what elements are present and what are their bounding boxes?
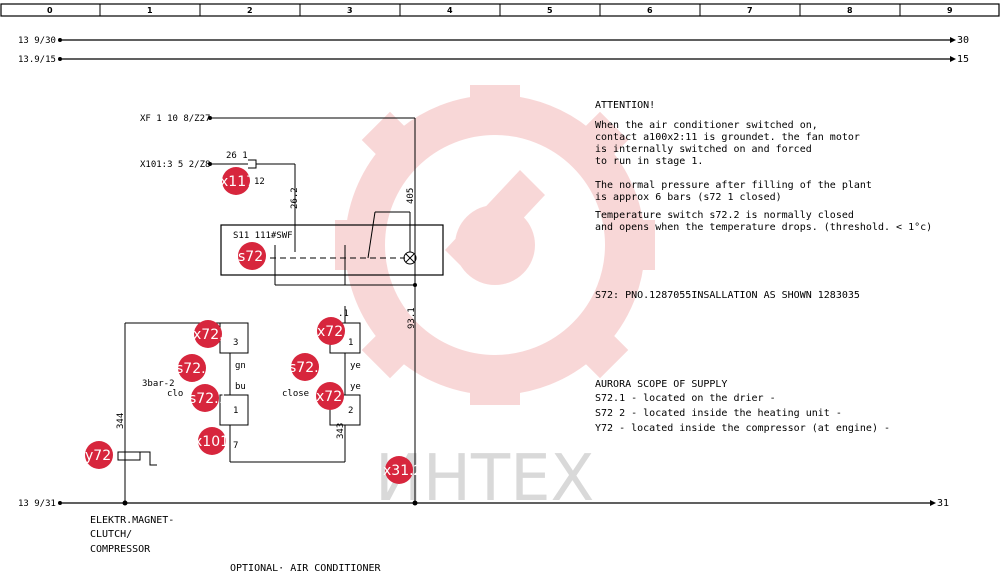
s72-module: S11 111#SWF [220,211,444,285]
note-p3-l1: Temperature switch s72.2 is normally clo… [595,210,854,221]
s72-2-marker: s72.2 [289,353,327,381]
label-93-1: 93.1 [407,307,417,329]
svg-text:x72.1: x72.1 [193,327,232,343]
col-6: 6 [647,6,653,15]
label-26-2: 26.2 [290,187,300,209]
x31-2-marker: x31.2 [383,456,422,484]
col-1: 1 [147,6,153,15]
bus-31: 13 9/31 31 [18,498,949,509]
col-7: 7 [747,6,753,15]
label-1b: 1 [348,338,353,348]
y72-marker: y72 [85,441,113,469]
label-344: 344 [116,413,126,429]
module-label: S11 111#SWF [233,231,293,241]
attention-title: ATTENTION! [595,100,655,111]
note-p2-l1: The normal pressure after filling of the… [595,180,872,191]
label-dot1: .1 [338,309,349,319]
svg-text:s72.2: s72.2 [289,360,327,376]
label-ye1: ye [350,361,361,371]
watermark-text: ИНТЕХ [375,442,594,516]
label-3: 3 [233,338,238,348]
label-12: 12 [254,177,265,187]
note-p1-l1: When the air conditioner switched on, [595,120,818,131]
svg-text:x101: x101 [194,434,229,450]
label-bu: bu [235,382,246,392]
clutch-coil: 344 [116,413,157,466]
svg-text:s72.1: s72.1 [176,361,214,377]
label-3bar: 3bar-2 [142,379,175,389]
x72-marker-b: x72 [316,382,344,410]
label-343: 343 [336,423,346,439]
bus-15: 13.9/15 15 [18,54,969,65]
note-p1-l3: is internally switched on and forced [595,144,812,155]
ref-xf1: XF 1 10 8/Z27 [140,114,210,124]
label-405: 405 [406,188,416,204]
col-3: 3 [347,6,353,15]
bus-30: 13 9/30 30 [18,35,969,46]
label-1a: 1 [233,406,238,416]
column-header: 0 1 2 3 4 5 6 7 8 9 [0,3,1000,17]
col-2: 2 [247,6,253,15]
col-5: 5 [547,6,553,15]
col-9: 9 [947,6,953,15]
x101-marker: x101 [194,427,229,455]
s72-2-switch-group: .1 1 ye ye 2 343 close [282,306,361,462]
scope-line-1: S72.1 - located on the drier - [595,393,776,404]
label-ye2: ye [350,382,361,392]
svg-text:x117: x117 [220,174,255,190]
label-close: close [282,389,309,399]
s72-marker: s72 [238,242,266,270]
label-2: 2 [348,406,353,416]
bus-30-label-left: 13 9/30 [18,36,56,46]
x72-marker-a: x72 [317,317,345,345]
col-8: 8 [847,6,853,15]
label-gn: gn [235,361,246,371]
bus-31-label-left: 13 9/31 [18,499,56,509]
label-clo: clo [167,389,183,399]
clutch-label-2: CLUTCH/ [90,529,132,540]
watermark-logo [335,85,655,405]
s72-1-switch-group: 3 gn bu 1 7 3bar-2 clo [122,322,345,506]
label-26-1: 26 1 [226,151,248,161]
label-7: 7 [233,441,238,451]
svg-text:x72: x72 [316,389,342,405]
svg-text:x72: x72 [317,324,343,340]
clutch-label-1: ELEKTR.MAGNET- [90,515,174,526]
bus-31-label-right: 31 [937,498,949,509]
note-p4: S72: PNO.1287055INSALLATION AS SHOWN 128… [595,290,860,301]
svg-text:s72: s72 [238,249,263,265]
svg-text:y72: y72 [85,448,111,464]
note-p2-l2: is approx 6 bars (s72 1 closed) [595,192,782,203]
notes: ATTENTION! When the air conditioner swit… [595,100,932,434]
bus-15-label-left: 13.9/15 [18,55,56,65]
x72-1-marker: x72.1 [193,320,232,348]
diagram-title: OPTIONAL· AIR CONDITIONER [230,563,381,574]
s72-1-marker-b: s72.1 [189,384,227,412]
x117-marker: x117 [220,167,255,195]
s72-1-marker-a: s72.1 [176,354,214,382]
note-p1-l2: contact a100x2:11 is groundet. the fan m… [595,132,860,143]
bus-30-label-right: 30 [957,35,969,46]
scope-title: AURORA SCOPE OF SUPPLY [595,379,727,390]
col-0: 0 [47,6,53,15]
note-p1-l4: to run in stage 1. [595,156,703,167]
svg-text:s72.1: s72.1 [189,391,227,407]
scope-line-3: Y72 - located inside the compressor (at … [595,423,890,434]
note-p3-l2: and opens when the temperature drops. (t… [595,222,932,233]
ref-x101: X101:3 5 2/Z8 [140,160,210,170]
svg-text:x31.2: x31.2 [383,463,422,479]
col-4: 4 [447,6,453,15]
clutch-label-3: COMPRESSOR [90,544,151,555]
bus-15-label-right: 15 [957,54,969,65]
scope-line-2: S72 2 - located inside the heating unit … [595,408,842,419]
